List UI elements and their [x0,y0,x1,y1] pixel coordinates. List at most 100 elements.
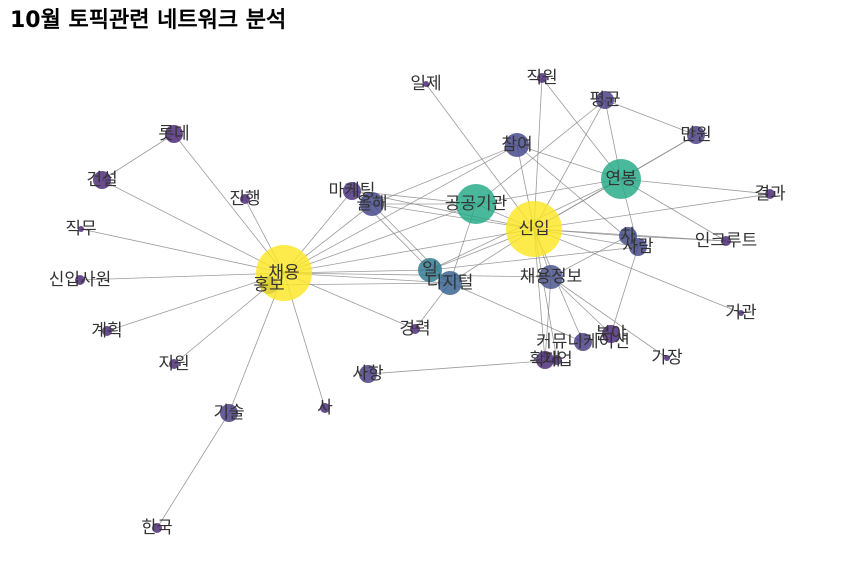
node-circle[interactable] [410,324,420,334]
edge-line [541,77,622,180]
edge-line [627,235,727,242]
node-circle[interactable] [506,201,562,257]
edge-line [516,144,639,248]
node-label: 경력 [399,319,430,339]
node-circle[interactable] [75,275,85,285]
node-label: 분야 [595,324,627,344]
edge-layer [79,77,771,529]
node-circle[interactable] [602,325,620,343]
node-label: 결과 [754,184,786,204]
edge-line [550,276,668,359]
node-circle[interactable] [78,226,84,232]
node-label: 사람 [622,237,654,257]
node-label: 올해 [356,194,387,214]
node-circle[interactable] [343,182,361,200]
node-circle[interactable] [765,189,775,199]
node-circle[interactable] [102,326,112,336]
edge-line [106,272,285,332]
edge-line [371,144,518,205]
node-label: 참여 [501,135,532,155]
node-label: 홍보 [253,275,284,295]
node-circle[interactable] [220,404,238,422]
node-label: 한국 [141,518,172,538]
node-layer [75,73,775,533]
edge-line [80,228,285,274]
node-label: 사 [317,398,333,418]
node-circle[interactable] [256,245,312,301]
node-label: 일제 [410,74,441,94]
node-circle[interactable] [423,81,429,87]
node-circle[interactable] [438,271,462,295]
node-label: 거관 [725,303,756,323]
node-circle[interactable] [418,258,442,282]
edge-line [101,133,175,181]
edge-line [620,178,771,195]
node-circle[interactable] [601,159,641,199]
node-label: 사항 [352,364,384,384]
edge-line [283,228,535,274]
node-label: 확대 [529,350,560,370]
node-circle[interactable] [359,365,377,383]
node-circle[interactable] [456,184,496,224]
node-label: 채용 [268,263,299,283]
edge-line [429,246,639,271]
node-circle[interactable] [552,355,562,365]
node-circle[interactable] [664,355,670,361]
edge-line [367,359,558,375]
node-label: 일 [422,260,438,280]
edge-line [610,246,639,335]
node-circle[interactable] [93,171,111,189]
node-label: 평균 [589,90,620,110]
node-label: 만원 [680,125,711,145]
node-label: 직원 [526,68,557,88]
node-label: 직무 [65,219,96,239]
node-circle[interactable] [169,359,179,369]
node-circle[interactable] [360,192,384,216]
edge-line [604,99,697,136]
node-label: 건설 [86,170,117,190]
edge-line [475,99,606,205]
node-label: 커뮤니케이션 [536,332,630,352]
node-circle[interactable] [687,126,705,144]
node-label: 마케팅 [329,181,376,201]
node-label: 지원 [158,354,189,374]
node-label: 기업 [541,350,572,370]
node-circle[interactable] [619,227,637,245]
node-circle[interactable] [152,523,162,533]
node-label: 인크루트 [695,231,758,251]
node-circle[interactable] [738,310,744,316]
node-circle[interactable] [320,403,330,413]
node-label: 공공기관 [445,194,508,214]
node-circle[interactable] [539,265,563,289]
node-label: 채용정보 [520,267,583,287]
edge-line [544,276,552,361]
edge-line [533,228,742,314]
node-label: 계획 [91,321,122,341]
edge-line [156,412,230,529]
node-circle[interactable] [505,133,529,157]
node-circle[interactable] [574,333,592,351]
edge-line [283,144,518,274]
edge-line [550,276,612,335]
node-circle[interactable] [240,194,250,204]
node-circle[interactable] [536,351,554,369]
node-label: 신입 [518,219,549,239]
page-title: 10월 토픽관련 네트워크 분석 [10,8,287,33]
edge-line [283,272,552,278]
edge-line [449,282,584,343]
edge-line [79,272,285,281]
node-label: 가장 [651,348,683,368]
node-circle[interactable] [596,91,614,109]
edge-line [533,193,771,230]
node-label: 롯데 [158,124,189,144]
edge-line [101,179,285,274]
node-circle[interactable] [165,125,183,143]
node-circle[interactable] [721,236,731,246]
edge-line [173,133,285,274]
node-circle[interactable] [537,73,547,83]
node-label: 신입사원 [49,270,112,290]
edge-line [351,190,535,230]
edge-line [475,178,622,205]
